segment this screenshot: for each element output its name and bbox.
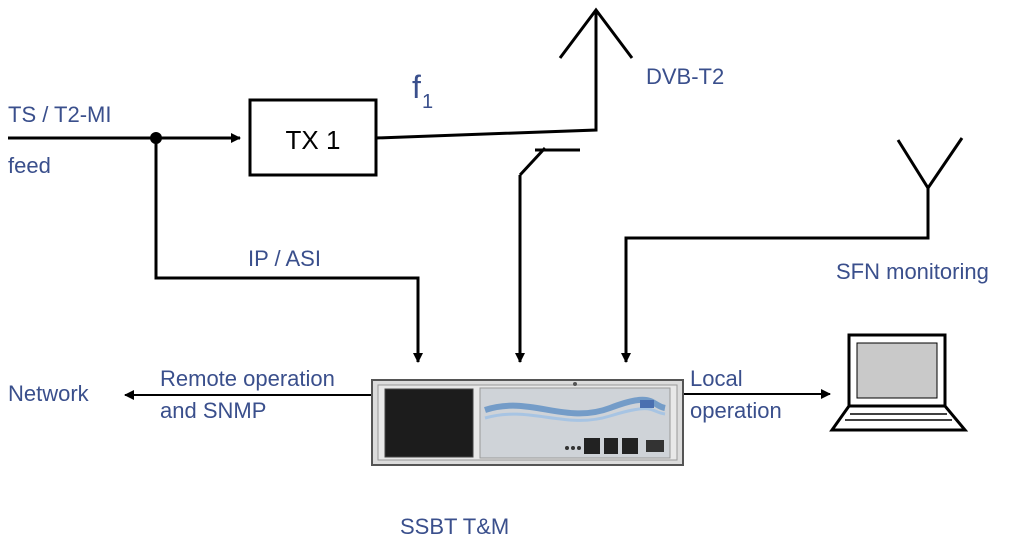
device-label: SSBT T&M — [400, 514, 509, 539]
frequency-label: f 1 — [412, 69, 433, 113]
local-operation-label: operation — [690, 398, 782, 423]
frequency-subscript: 1 — [422, 91, 433, 113]
ip-asi-label: IP / ASI — [248, 246, 321, 271]
laptop-icon — [829, 333, 969, 432]
frequency-base: f — [412, 69, 421, 105]
snmp-label: and SNMP — [160, 398, 266, 423]
input-label: TS / T2-MI — [8, 102, 112, 127]
sfn-monitoring-label: SFN monitoring — [836, 259, 989, 284]
remote-operation-label: Remote operation — [160, 366, 335, 391]
feed-label: feed — [8, 153, 51, 178]
input-feed-line — [8, 132, 241, 144]
rack-unit-icon — [371, 379, 684, 466]
rf-sample-line — [515, 146, 580, 363]
local-label: Local — [690, 366, 743, 391]
antenna-icon — [558, 7, 634, 59]
tx-output-line — [375, 12, 598, 140]
receive-antenna-icon — [896, 137, 964, 191]
ip-asi-line — [154, 138, 423, 363]
transmitter-label: TX 1 — [286, 125, 341, 155]
transmitter-block: TX 1 — [248, 98, 378, 177]
sfn-line — [621, 188, 930, 363]
broadcast-label: DVB-T2 — [646, 64, 724, 89]
network-label: Network — [8, 381, 90, 406]
